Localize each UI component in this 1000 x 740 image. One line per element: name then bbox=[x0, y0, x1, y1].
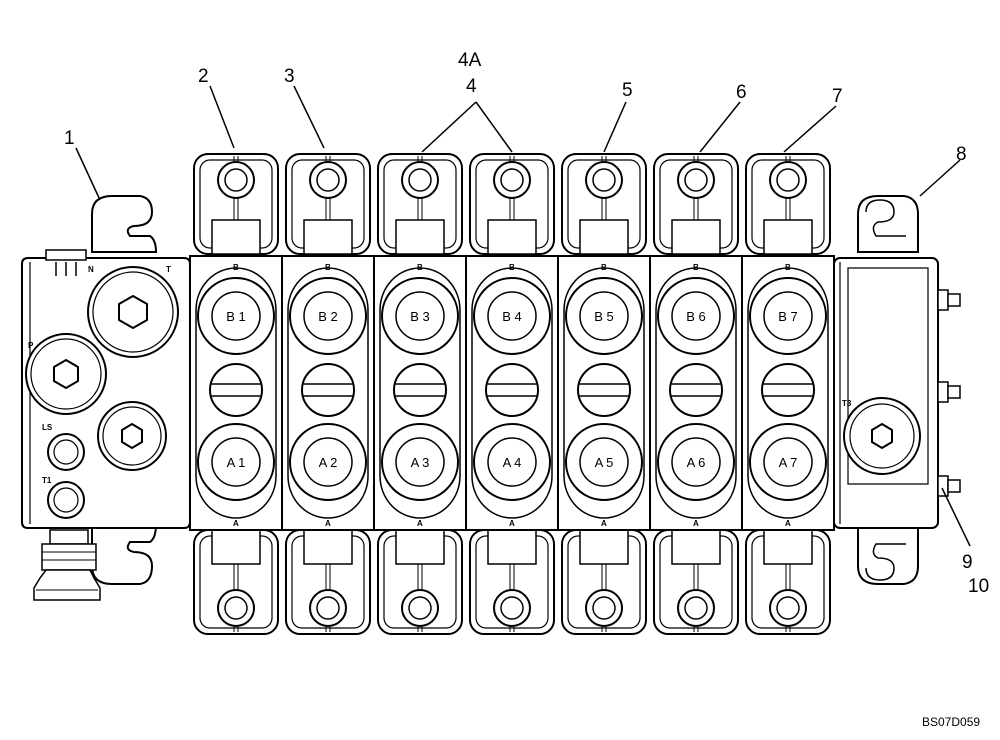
callout-3: 3 bbox=[284, 66, 295, 87]
port-label-b7: B 7 bbox=[778, 309, 798, 324]
section-1-bottom-mark: A bbox=[233, 519, 239, 528]
outlet-mounting-ear-top bbox=[857, 195, 919, 253]
callout-6: 6 bbox=[736, 82, 747, 103]
section-6-bottom-mark: A bbox=[693, 519, 699, 528]
leader-lines bbox=[75, 85, 971, 547]
port-label-b4: B 4 bbox=[502, 309, 522, 324]
callout-5: 5 bbox=[622, 80, 633, 101]
section-3-top-mark: B bbox=[417, 263, 423, 272]
port-label-a6: A 6 bbox=[687, 455, 706, 470]
section-4-bottom-mark: A bbox=[509, 519, 515, 528]
inlet-section: N T P LS T1 bbox=[21, 195, 191, 601]
outlet-label-t3: T3 bbox=[842, 399, 852, 408]
section-7-bottom-mark: A bbox=[785, 519, 791, 528]
section-2-bottom-mark: A bbox=[325, 519, 331, 528]
section-1-top-mark: B bbox=[233, 263, 239, 272]
inlet-label-p: P bbox=[28, 341, 34, 350]
callout-7: 7 bbox=[832, 86, 843, 107]
section-4-top-mark: B bbox=[509, 263, 515, 272]
callout-9: 9 bbox=[962, 552, 973, 573]
port-label-a5: A 5 bbox=[595, 455, 614, 470]
reference-code: BS07D059 bbox=[922, 715, 980, 729]
port-label-b6: B 6 bbox=[686, 309, 706, 324]
working-section-7: B A B 7 A 7 bbox=[741, 153, 835, 635]
section-2-top-mark: B bbox=[325, 263, 331, 272]
inlet-mounting-ear-top bbox=[91, 195, 158, 253]
working-section-4: B A B 4 A 4 bbox=[465, 153, 559, 635]
section-5-bottom-mark: A bbox=[601, 519, 607, 528]
port-label-a7: A 7 bbox=[779, 455, 798, 470]
working-section-5: B A B 5 A 5 bbox=[557, 153, 651, 635]
working-section-1: B A B 1 A 1 bbox=[189, 153, 283, 635]
port-label-a4: A 4 bbox=[503, 455, 522, 470]
port-label-b3: B 3 bbox=[410, 309, 430, 324]
inlet-mounting-ear-bottom bbox=[91, 523, 158, 585]
callout-4a: 4A bbox=[458, 50, 482, 71]
section-6-top-mark: B bbox=[693, 263, 699, 272]
port-label-a3: A 3 bbox=[411, 455, 430, 470]
port-label-b1: B 1 bbox=[226, 309, 246, 324]
callout-10: 10 bbox=[968, 576, 989, 597]
outlet-mounting-ear-bottom bbox=[857, 523, 919, 585]
port-label-a2: A 2 bbox=[319, 455, 338, 470]
section-5-top-mark: B bbox=[601, 263, 607, 272]
inlet-label-n: N bbox=[88, 265, 94, 274]
working-section-3: B A B 3 A 3 bbox=[373, 153, 467, 635]
callout-2: 2 bbox=[198, 66, 209, 87]
callout-1: 1 bbox=[64, 128, 75, 149]
callout-4: 4 bbox=[466, 76, 477, 97]
port-label-b5: B 5 bbox=[594, 309, 614, 324]
working-section-2: B A B 2 A 2 bbox=[281, 153, 375, 635]
working-section-6: B A B 6 A 6 bbox=[649, 153, 743, 635]
callout-8: 8 bbox=[956, 144, 967, 165]
section-3-bottom-mark: A bbox=[417, 519, 423, 528]
port-label-a1: A 1 bbox=[227, 455, 246, 470]
outlet-section: T3 bbox=[833, 195, 961, 585]
inlet-label-ls: LS bbox=[42, 423, 53, 432]
port-label-b2: B 2 bbox=[318, 309, 338, 324]
working-sections: B A B 1 A 1 B A B 2 A 2 B A B 3 A 3 B A B 4 A 4 B A B 5 A 5… bbox=[189, 153, 835, 635]
inlet-label-t: T bbox=[166, 265, 171, 274]
section-7-top-mark: B bbox=[785, 263, 791, 272]
inlet-label-t1: T1 bbox=[42, 476, 52, 485]
